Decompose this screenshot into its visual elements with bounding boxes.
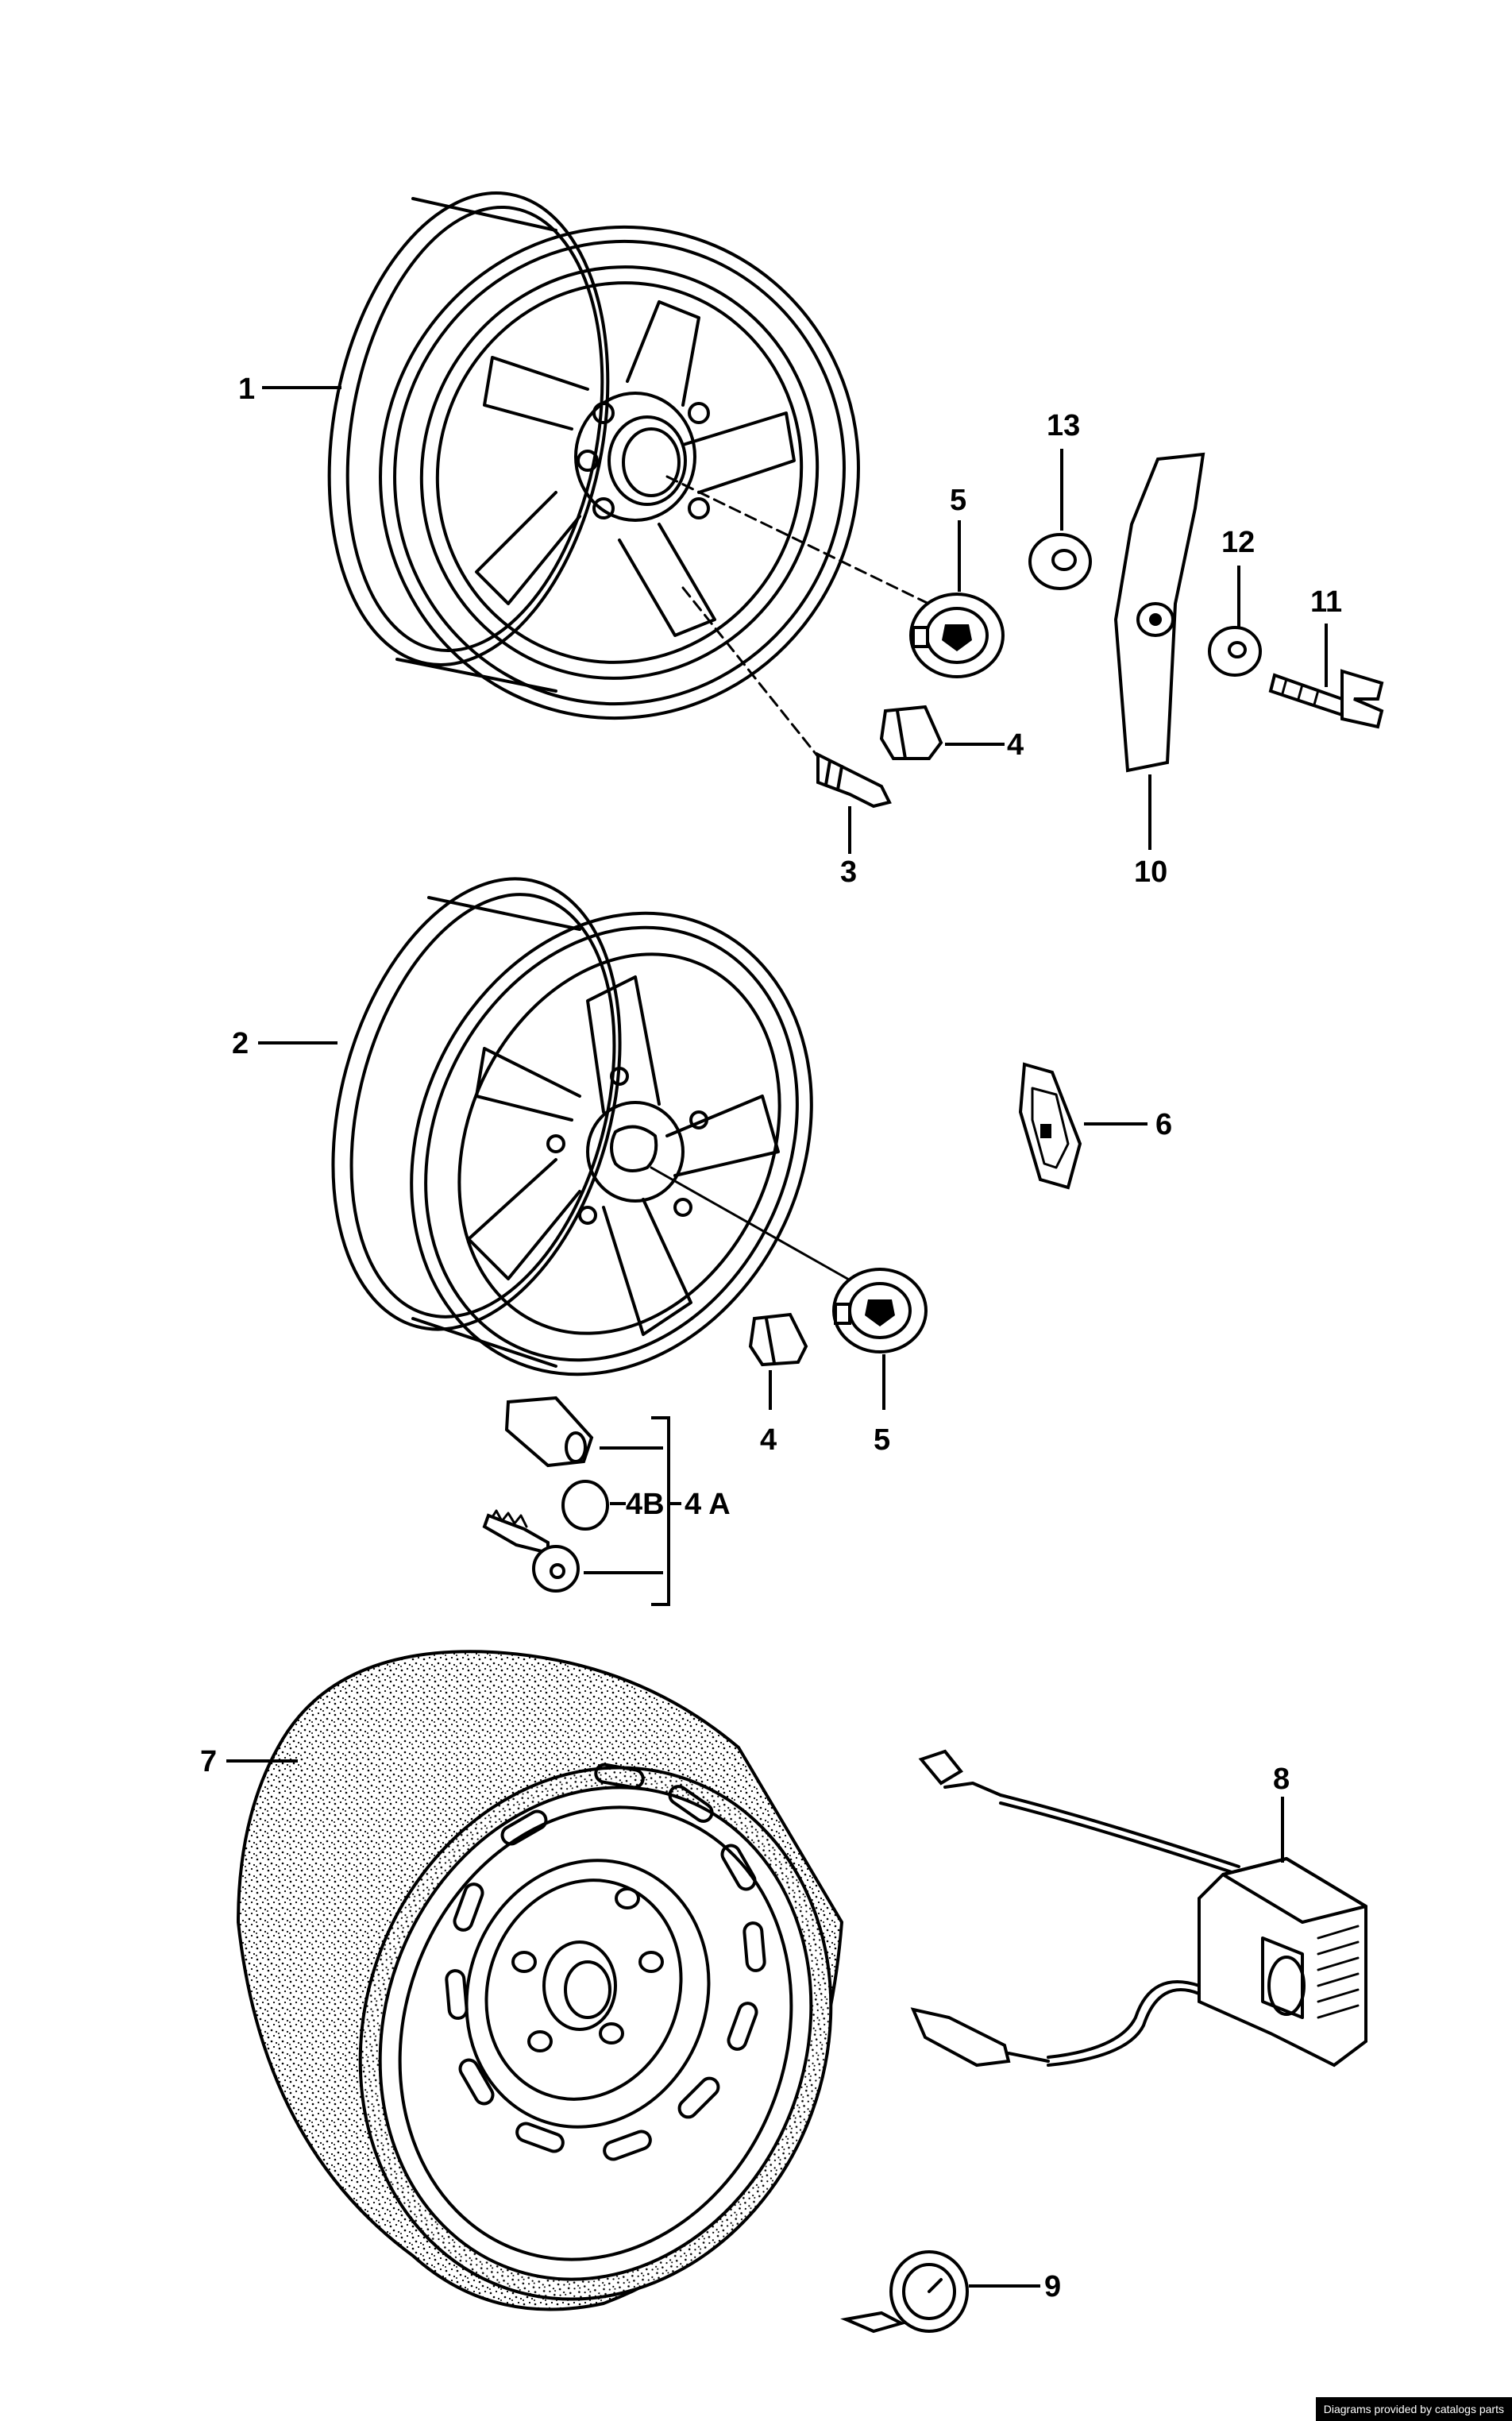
sticker-6	[1018, 1062, 1082, 1190]
callout-4b: 4B	[626, 1488, 665, 1521]
lock-key	[482, 1509, 580, 1593]
callout-4-middle: 4	[760, 1423, 777, 1457]
callout-5-middle: 5	[874, 1423, 890, 1457]
credit-badge: Diagrams provided by catalogs parts	[1315, 2397, 1512, 2421]
callout-12: 12	[1221, 526, 1255, 559]
guide-line-valve	[681, 586, 827, 768]
callout-6: 6	[1155, 1108, 1172, 1141]
washer-12	[1208, 626, 1262, 677]
alloy-wheel-1	[327, 191, 860, 720]
callout-10: 10	[1134, 855, 1167, 889]
holder-plate-10	[1113, 452, 1205, 773]
lug-nut-4-top	[879, 705, 943, 760]
guide-line-cap-2	[650, 1166, 863, 1288]
lug-nut-4-middle	[748, 1312, 808, 1367]
guide-line-cap-1	[665, 475, 947, 613]
air-compressor-8	[910, 1749, 1367, 2068]
lock-cap-4b	[561, 1480, 609, 1531]
spare-tire-7	[236, 1650, 844, 2311]
hub-cap-5-top	[909, 593, 1005, 678]
callout-7: 7	[200, 1745, 217, 1778]
alloy-wheel-2	[331, 877, 813, 1377]
hub-cap-5-middle	[832, 1268, 928, 1353]
valve-stem-3	[816, 751, 892, 809]
wing-bolt-11	[1268, 669, 1384, 729]
callout-9: 9	[1044, 2270, 1061, 2303]
callout-3: 3	[840, 855, 857, 889]
bracket-4a	[651, 1416, 670, 1606]
pressure-gauge-9	[840, 2250, 969, 2334]
callout-4a: 4 A	[685, 1488, 731, 1521]
lock-nut	[504, 1396, 594, 1468]
spacer-13	[1028, 533, 1092, 590]
callout-1: 1	[238, 373, 255, 406]
callout-2: 2	[232, 1027, 249, 1060]
callout-5-top: 5	[950, 484, 966, 517]
callout-8: 8	[1273, 1763, 1290, 1796]
callout-4-top: 4	[1007, 728, 1024, 762]
callout-13: 13	[1047, 409, 1080, 442]
callout-11: 11	[1310, 585, 1342, 619]
